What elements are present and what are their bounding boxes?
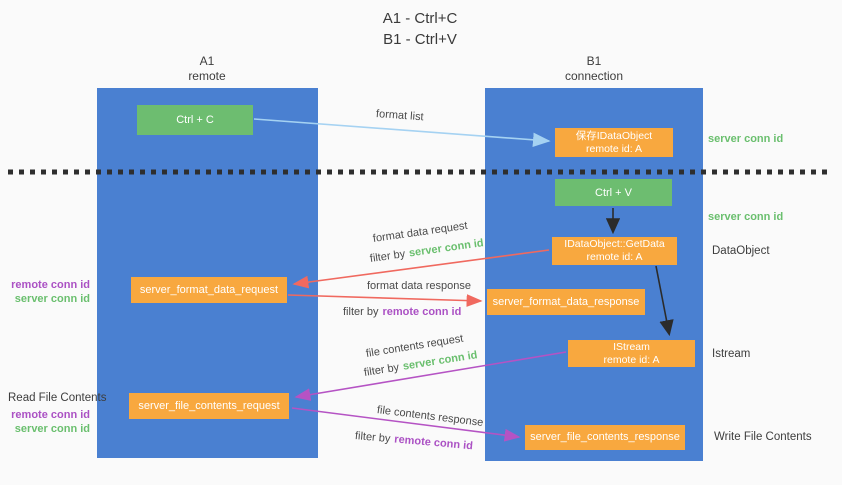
annotation-dataobject: DataObject bbox=[712, 245, 770, 257]
getdata-line1: IDataObject::GetData bbox=[564, 238, 665, 250]
istream-line2: remote id: A bbox=[603, 353, 660, 366]
remote-conn-id-text: remote conn id bbox=[382, 306, 462, 318]
remote-conn-id-text: remote conn id bbox=[393, 433, 474, 453]
title-line-2: B1 - Ctrl+V bbox=[383, 31, 457, 48]
lane-a1-subtitle: remote bbox=[188, 69, 226, 83]
lane-a1-title: A1 bbox=[199, 54, 215, 68]
save-idataobject-line1: 保存IDataObject bbox=[575, 129, 653, 142]
lane-header-b1: B1 connection bbox=[534, 54, 654, 84]
istream-line1: IStream bbox=[613, 340, 650, 353]
annotation-read-file-contents: Read File Contents bbox=[8, 392, 107, 404]
node-server-format-data-request: server_format_data_request bbox=[131, 277, 287, 303]
node-server-file-contents-request: server_file_contents_request bbox=[129, 393, 289, 419]
server-conn-id-label: server conn id bbox=[14, 423, 90, 435]
server-conn-id-label: server conn id bbox=[14, 293, 90, 305]
arrow-label-format-data-response: format data response bbox=[367, 280, 471, 292]
annotation-conn-ids-format: remote conn id server conn id bbox=[8, 278, 90, 306]
annotation-write-file-contents: Write File Contents bbox=[714, 431, 812, 443]
remote-conn-id-label: remote conn id bbox=[11, 409, 90, 421]
node-ctrl-v: Ctrl + V bbox=[555, 179, 672, 206]
filter-by-text: filter by bbox=[363, 361, 400, 379]
annotation-istream: Istream bbox=[712, 348, 751, 360]
file-request-label: server_file_contents_request bbox=[138, 399, 280, 412]
format-response-label: server_format_data_response bbox=[492, 295, 640, 308]
annotation-server-conn-id-top: server conn id bbox=[708, 133, 784, 145]
remote-conn-id-label: remote conn id bbox=[11, 279, 90, 291]
node-server-format-data-response: server_format_data_response bbox=[487, 289, 645, 315]
annotation-conn-ids-file: remote conn id server conn id bbox=[8, 408, 90, 436]
node-server-file-contents-response: server_file_contents_response bbox=[525, 425, 685, 450]
title-line-1: A1 - Ctrl+C bbox=[382, 10, 458, 27]
lane-header-a1: A1 remote bbox=[147, 54, 267, 84]
node-istream-remote: IStream remote id: A bbox=[568, 340, 695, 367]
lane-b1-title: B1 bbox=[586, 54, 602, 68]
save-idataobject-line2: remote id: A bbox=[585, 142, 643, 155]
server-conn-id-text: server conn id bbox=[402, 349, 479, 373]
filter-by-text: filter by bbox=[343, 306, 379, 318]
getdata-line2: remote id: A bbox=[586, 251, 643, 263]
file-response-label: server_file_contents_response bbox=[530, 431, 680, 443]
annotation-server-conn-id-mid: server conn id bbox=[708, 211, 784, 223]
filter-by-text: filter by bbox=[354, 430, 391, 446]
node-idataobject-getdata: IDataObject::GetData remote id: A bbox=[552, 237, 677, 265]
ctrl-c-label: Ctrl + C bbox=[176, 114, 214, 126]
server-conn-id-text: server conn id bbox=[408, 237, 485, 260]
ctrl-v-label: Ctrl + V bbox=[595, 186, 632, 199]
arrow-label-format-list: format list bbox=[375, 108, 424, 124]
arrow-label-file-contents-response: file contents response bbox=[376, 404, 484, 429]
node-ctrl-c: Ctrl + C bbox=[137, 105, 253, 135]
node-save-idataobject: 保存IDataObject remote id: A bbox=[555, 128, 673, 157]
filter-by-text: filter by bbox=[369, 248, 406, 265]
diagram-title: A1 - Ctrl+C B1 - Ctrl+V bbox=[300, 8, 540, 50]
lane-b1-subtitle: connection bbox=[564, 69, 624, 83]
format-request-label: server_format_data_request bbox=[139, 283, 279, 296]
